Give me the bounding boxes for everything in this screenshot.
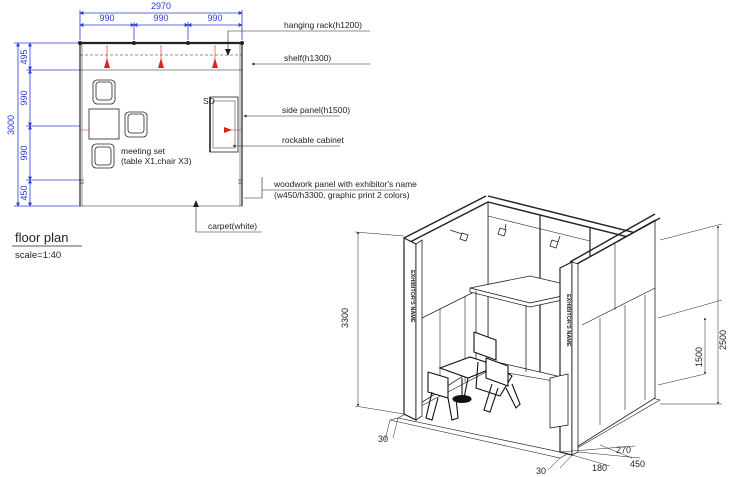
booth-perspective (354, 195, 723, 471)
dim-base-front: 30 (536, 466, 546, 476)
floor-plan-title: floor plan (15, 230, 68, 245)
left-dimensions (14, 42, 80, 207)
floor-plan-scale: scale=1:40 (15, 250, 61, 261)
top-dimensions (79, 10, 243, 40)
rockable-cabinet (209, 96, 239, 153)
sd-mark: SD (203, 96, 215, 106)
table-base (452, 394, 472, 404)
dim-segment-3: 990 (207, 13, 222, 23)
dim-segment-2: 990 (153, 13, 168, 23)
panel-text-right: EXHIBITOR'S NAME (565, 294, 571, 347)
chair-top (92, 79, 116, 105)
floor-plan: 2970 990 990 990 3000 495 990 990 450 (6, 1, 417, 261)
woodwork-panel-left (403, 237, 417, 421)
perspective-cabinet (549, 373, 569, 429)
dim-segment-1: 990 (99, 13, 114, 23)
label-side-panel: side panel(h1500) (282, 105, 350, 115)
dim-base-left: 30 (378, 434, 388, 444)
dim-depth-4: 450 (19, 185, 29, 200)
dim-depth-2: 990 (19, 90, 29, 105)
chair-bottom (91, 143, 115, 169)
chair-right (124, 111, 148, 138)
meeting-table (88, 108, 120, 140)
spotlights (449, 223, 561, 249)
dim-total-depth: 3000 (6, 115, 16, 135)
leader-lines (195, 30, 400, 233)
meeting-set (88, 79, 148, 169)
label-carpet: carpet(white) (208, 221, 257, 231)
dim-depth-3: 990 (19, 145, 29, 160)
rack-posts (78, 41, 244, 45)
dim-height-side: 1500 (694, 347, 704, 367)
label-meeting-set-detail: (table X1,chair X3) (121, 156, 192, 166)
label-hanging-rack: hanging rack(h1200) (284, 20, 362, 30)
dim-180: 180 (592, 463, 607, 473)
chair-back (473, 331, 497, 361)
dim-450: 450 (630, 459, 645, 469)
label-shelf: shelf(h1300) (284, 53, 331, 63)
label-meeting-set: meeting set (121, 146, 166, 156)
label-rockable-cabinet: rockable cabinet (282, 135, 345, 145)
dim-total-width: 2970 (151, 1, 171, 11)
perspective-dimensions (354, 223, 723, 471)
chair-right (485, 357, 509, 387)
dim-height-total: 3300 (340, 308, 350, 328)
label-woodwork-panel: woodwork panel with exhibitor's name (273, 179, 417, 189)
dim-depth-1: 495 (19, 49, 29, 64)
dim-height-panel: 2500 (718, 330, 728, 350)
perspective-furniture (425, 331, 521, 421)
panel-text-left: EXHIBITOR'S NAME (409, 270, 415, 323)
dim-270: 270 (616, 445, 631, 455)
label-woodwork-panel-detail: (w450/h3300, graphic print 2 colors) (274, 190, 410, 200)
